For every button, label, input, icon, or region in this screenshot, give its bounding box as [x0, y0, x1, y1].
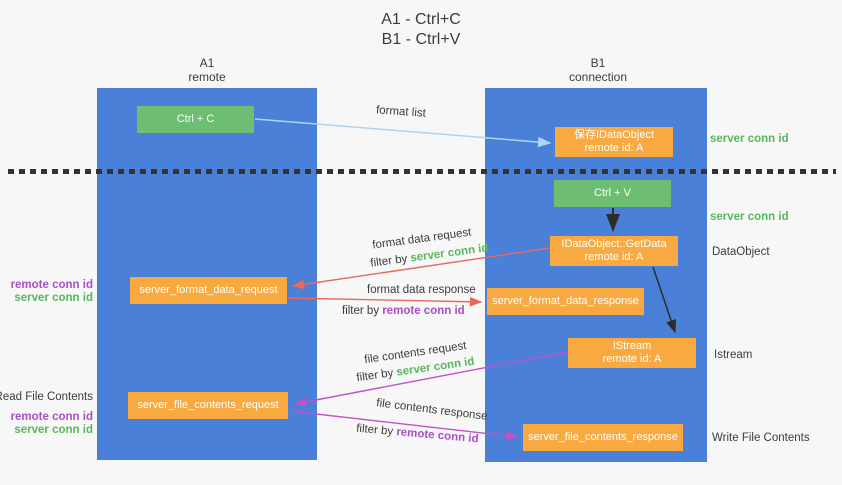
filter-by-prefix-2: filter by — [342, 305, 383, 317]
label-server-conn-id-bottom-left: server conn id — [14, 424, 93, 436]
node-server-format-data-request: server_format_data_request — [130, 277, 287, 304]
filter-by-value-1: server conn id — [409, 242, 490, 265]
label-read-file-contents: Read File Contents — [0, 391, 93, 403]
label-file-response-filter: filter by remote conn id — [356, 423, 479, 446]
label-write-file-contents: Write File Contents — [712, 432, 810, 444]
node-istream-line2: remote id: A — [602, 353, 662, 365]
node-save-idataobject-line2: remote id: A — [584, 142, 644, 154]
node-file-request-label: server_file_contents_request — [137, 399, 279, 411]
node-format-response-label: server_format_data_response — [492, 295, 639, 307]
label-remote-conn-id-top-left: remote conn id — [10, 279, 93, 291]
node-format-request-label: server_format_data_request — [139, 284, 278, 296]
title-line-1: A1 - Ctrl+C — [381, 11, 461, 28]
node-ctrl-c: Ctrl + C — [137, 106, 254, 133]
label-server-conn-id-top-right: server conn id — [710, 133, 789, 145]
node-istream-line1: IStream — [612, 340, 652, 352]
node-server-file-contents-request: server_file_contents_request — [128, 392, 288, 419]
filter-by-prefix-3: filter by — [355, 366, 398, 385]
filter-by-value-2: remote conn id — [382, 305, 465, 317]
diagram-title: A1 - Ctrl+C B1 - Ctrl+V — [301, 10, 541, 50]
node-server-format-data-response: server_format_data_response — [487, 288, 644, 315]
lane-a1-subtitle: remote — [188, 70, 226, 84]
filter-by-prefix-1: filter by — [369, 252, 412, 270]
title-line-2: B1 - Ctrl+V — [381, 31, 461, 48]
node-getdata-line1: IDataObject::GetData — [561, 238, 667, 250]
lane-header-b1: B1 connection — [548, 56, 648, 84]
session-divider-dashed-line — [8, 169, 836, 174]
node-server-file-contents-response: server_file_contents_response — [523, 424, 683, 451]
label-dataobject: DataObject — [712, 246, 770, 258]
label-server-conn-id-top-left: server conn id — [14, 292, 93, 304]
node-idataobject-getdata: IDataObject::GetData remote id: A — [550, 236, 678, 266]
label-format-list: format list — [375, 104, 427, 120]
lane-header-a1: A1 remote — [157, 56, 257, 84]
label-format-data-response: format data response — [367, 284, 476, 296]
node-save-idataobject: 保存IDataObject remote id: A — [555, 127, 673, 157]
node-save-idataobject-line1: 保存IDataObject — [573, 129, 655, 141]
node-getdata-line2: remote id: A — [584, 251, 644, 263]
label-remote-conn-id-bottom-left: remote conn id — [10, 411, 93, 423]
label-file-contents-response: file contents response — [375, 397, 489, 423]
filter-by-prefix-4: filter by — [355, 422, 397, 439]
label-format-response-filter: filter by remote conn id — [342, 305, 465, 317]
node-ctrl-v-label: Ctrl + V — [594, 187, 631, 199]
lane-b1-title: B1 — [590, 56, 606, 70]
node-istream: IStream remote id: A — [568, 338, 696, 368]
node-ctrl-c-label: Ctrl + C — [176, 113, 215, 125]
node-ctrl-v: Ctrl + V — [554, 180, 671, 207]
label-server-conn-id-mid-right: server conn id — [710, 211, 789, 223]
node-file-response-label: server_file_contents_response — [528, 431, 678, 443]
lane-b1-subtitle: connection — [568, 70, 628, 84]
filter-by-value-4: remote conn id — [395, 426, 479, 446]
label-istream: Istream — [714, 349, 753, 361]
lane-a1-title: A1 — [199, 56, 215, 70]
